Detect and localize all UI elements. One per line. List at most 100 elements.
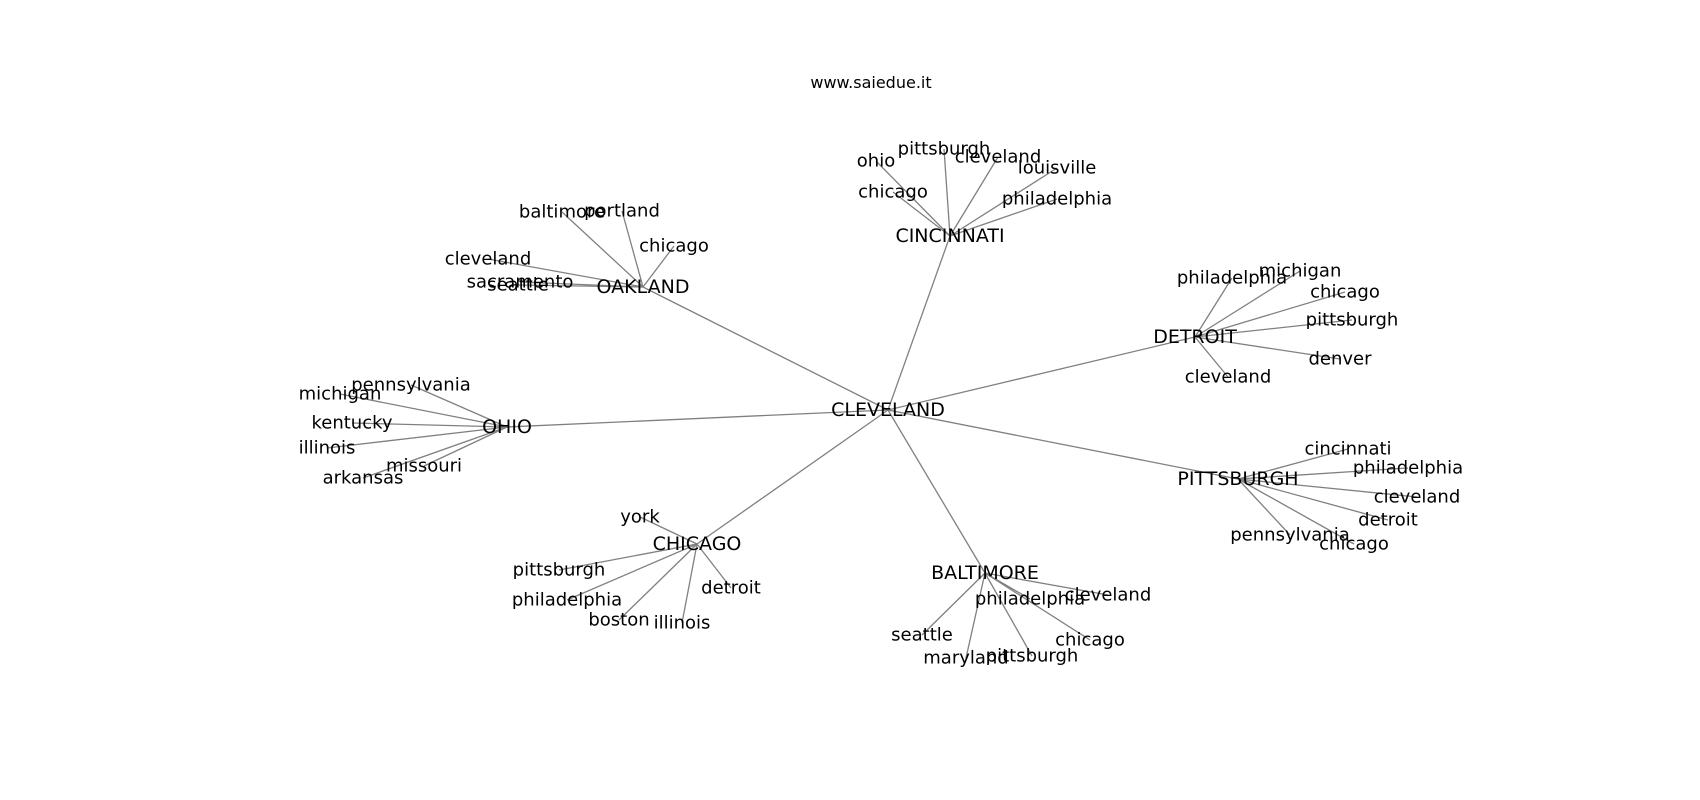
node-leaf-ohio-arkansas: arkansas	[323, 468, 404, 489]
edge-ohio-michigan	[339, 393, 508, 428]
edge-chicago-pittsburgh	[558, 543, 698, 571]
edge-pittsburgh-chicago	[1237, 478, 1355, 545]
node-leaf-detroit-michigan: michigan	[1259, 261, 1342, 282]
labels-layer: CLEVELANDCINCINNATIohiopittsburghclevela…	[299, 139, 1464, 669]
node-leaf-pittsburgh-cleveland: cleveland	[1374, 487, 1461, 508]
node-leaf-baltimore-seattle: seattle	[891, 625, 953, 646]
node-leaf-oakland-seattle: seattle	[487, 275, 549, 296]
node-hub-oakland: OAKLAND	[597, 276, 690, 298]
node-hub-baltimore: BALTIMORE	[931, 562, 1039, 584]
node-leaf-baltimore-cleveland: cleveland	[1065, 585, 1152, 606]
edge-cincinnati-ohio	[875, 160, 951, 237]
node-leaf-detroit-pittsburgh: pittsburgh	[1306, 310, 1399, 331]
edge-root-cincinnati	[887, 235, 951, 411]
edge-detroit-chicago	[1194, 291, 1346, 338]
edge-oakland-chicago	[642, 245, 675, 288]
node-leaf-detroit-denver: denver	[1308, 349, 1372, 370]
edge-root-ohio	[506, 409, 889, 428]
node-leaf-baltimore-maryland: maryland	[923, 648, 1008, 669]
node-leaf-baltimore-chicago: chicago	[1055, 630, 1125, 651]
edge-root-oakland	[642, 286, 889, 411]
edge-baltimore-cleveland	[984, 572, 1109, 596]
node-leaf-cincinnati-chicago: chicago	[858, 182, 928, 203]
node-leaf-ohio-pennsylvania: pennsylvania	[351, 375, 470, 396]
edge-cincinnati-philadelphia	[949, 198, 1058, 237]
edge-pittsburgh-cincinnati	[1237, 448, 1349, 480]
edge-oakland-cleveland	[487, 258, 644, 288]
node-leaf-chicago-illinois: illinois	[654, 613, 711, 634]
node-leaf-ohio-illinois: illinois	[299, 438, 356, 459]
node-leaf-ohio-kentucky: kentucky	[311, 413, 392, 434]
edge-pittsburgh-philadelphia	[1237, 467, 1409, 480]
edge-pittsburgh-cleveland	[1237, 478, 1418, 498]
node-leaf-cincinnati-cleveland: cleveland	[955, 147, 1042, 168]
edge-root-chicago	[696, 409, 889, 545]
node-leaf-baltimore-philadelphia: philadelphia	[975, 589, 1085, 610]
edge-detroit-pittsburgh	[1194, 319, 1353, 338]
edge-cincinnati-louisville	[949, 167, 1058, 237]
edge-baltimore-pittsburgh	[984, 572, 1033, 657]
edge-ohio-pennsylvania	[410, 384, 508, 428]
edge-chicago-philadelphia	[566, 543, 698, 601]
node-leaf-oakland-cleveland: cleveland	[445, 249, 532, 270]
edge-chicago-york	[639, 516, 698, 545]
edge-pittsburgh-pennsylvania	[1237, 478, 1291, 536]
node-leaf-cincinnati-pittsburgh: pittsburgh	[898, 139, 991, 160]
edge-pittsburgh-detroit	[1237, 478, 1389, 521]
node-leaf-cincinnati-ohio: ohio	[857, 151, 895, 172]
edge-chicago-illinois	[681, 543, 698, 624]
edge-detroit-denver	[1194, 336, 1341, 360]
node-leaf-baltimore-pittsburgh: pittsburgh	[986, 646, 1079, 667]
edges-layer	[326, 148, 1418, 659]
edge-baltimore-maryland	[965, 572, 986, 659]
edge-baltimore-chicago	[984, 572, 1091, 641]
node-leaf-detroit-cleveland: cleveland	[1185, 367, 1272, 388]
node-leaf-detroit-chicago: chicago	[1310, 282, 1380, 303]
node-leaf-oakland-chicago: chicago	[639, 236, 709, 257]
node-leaf-ohio-missouri: missouri	[386, 456, 462, 477]
node-leaf-chicago-philadelphia: philadelphia	[512, 590, 622, 611]
node-leaf-pittsburgh-philadelphia: philadelphia	[1353, 458, 1463, 479]
node-leaf-pittsburgh-cincinnati: cincinnati	[1304, 439, 1391, 460]
edge-root-baltimore	[887, 409, 986, 574]
node-leaf-oakland-portland: portland	[584, 201, 660, 222]
edge-ohio-illinois	[326, 426, 508, 449]
watermark-text: www.saiedue.it	[810, 73, 931, 92]
edge-baltimore-seattle	[921, 572, 986, 636]
edge-ohio-missouri	[423, 426, 508, 467]
node-leaf-ohio-michigan: michigan	[299, 384, 382, 405]
edge-cincinnati-pittsburgh	[943, 148, 951, 237]
node-leaf-chicago-boston: boston	[588, 610, 649, 631]
node-root-cleveland: CLEVELAND	[831, 399, 945, 421]
node-leaf-oakland-baltimore: baltimore	[519, 202, 605, 223]
node-leaf-chicago-york: york	[620, 507, 660, 528]
node-leaf-pittsburgh-detroit: detroit	[1358, 510, 1418, 531]
edge-detroit-michigan	[1194, 270, 1301, 338]
node-hub-pittsburgh: PITTSBURGH	[1177, 468, 1298, 490]
node-leaf-cincinnati-louisville: louisville	[1018, 158, 1097, 179]
edge-oakland-seattle	[517, 284, 644, 288]
edge-oakland-portland	[621, 210, 644, 288]
node-leaf-detroit-philadelphia: philadelphia	[1177, 268, 1287, 289]
node-hub-ohio: OHIO	[482, 416, 532, 438]
edge-ohio-arkansas	[362, 426, 508, 479]
node-leaf-chicago-detroit: detroit	[701, 578, 761, 599]
edge-chicago-boston	[618, 543, 698, 621]
node-leaf-chicago-pittsburgh: pittsburgh	[513, 560, 606, 581]
edge-ohio-kentucky	[351, 422, 508, 428]
edge-cincinnati-cleveland	[949, 156, 999, 237]
node-leaf-cincinnati-philadelphia: philadelphia	[1002, 189, 1112, 210]
edge-root-detroit	[887, 336, 1196, 411]
node-hub-detroit: DETROIT	[1153, 326, 1237, 348]
node-leaf-oakland-sacramento: sacramento	[467, 272, 574, 293]
edge-cincinnati-chicago	[892, 191, 951, 237]
edge-detroit-philadelphia	[1194, 277, 1233, 338]
edge-oakland-baltimore	[561, 211, 644, 288]
edge-chicago-detroit	[696, 543, 732, 589]
node-leaf-pittsburgh-chicago: chicago	[1319, 534, 1389, 555]
edge-root-pittsburgh	[887, 409, 1239, 480]
node-hub-cincinnati: CINCINNATI	[895, 225, 1004, 247]
edge-detroit-cleveland	[1194, 336, 1229, 378]
node-leaf-pittsburgh-pennsylvania: pennsylvania	[1230, 525, 1349, 546]
